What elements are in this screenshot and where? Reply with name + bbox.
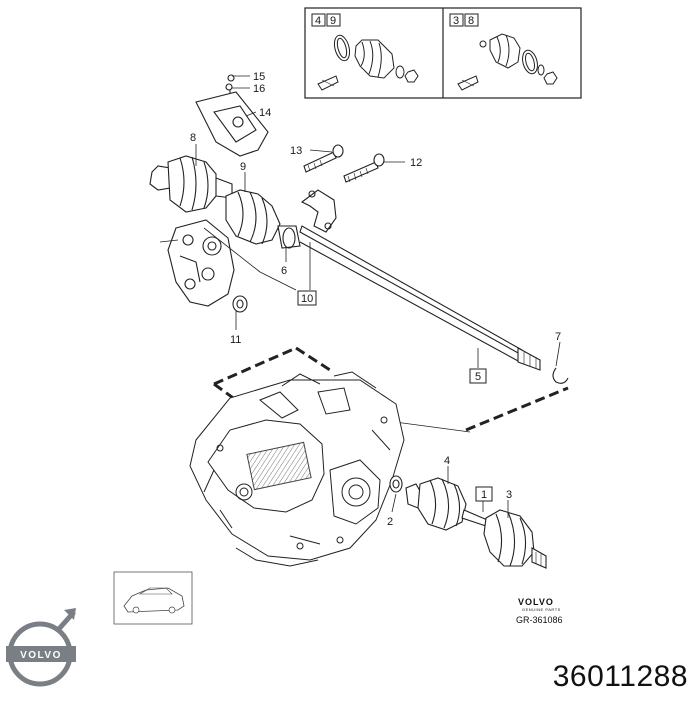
callout-13: 13 [290,145,302,157]
boot-kit-left [317,34,419,91]
drive-shaft-long [299,225,541,371]
inset-right-label-a: 3 [453,15,459,27]
seal-ring [389,475,403,493]
lower-leader-lines [391,466,509,518]
inset-left-label-a: 4 [315,15,321,27]
callout-12: 12 [410,157,422,169]
bearing-housing [167,219,235,307]
callout-7: 7 [555,331,561,343]
reference-mark: VOLVO GENUINE PARTS GR-361086 [516,597,563,625]
callout-2: 2 [387,516,393,528]
volvo-logo-icon: VOLVO [6,608,76,687]
inset-left-label-b: 9 [330,15,336,27]
callout-5: 5 [475,371,481,383]
boxed-callouts: 10 5 1 [297,290,493,502]
boot-kit-right [457,33,558,91]
inner-boot [225,189,301,249]
inset-left-labels: 4 9 [311,13,341,27]
callout-1: 1 [481,489,487,501]
support-bracket [195,74,269,157]
vehicle-thumbnail [113,571,193,625]
inner-joint-lower [405,477,467,531]
callout-3: 3 [506,489,512,501]
washer [232,295,248,313]
outer-cv-joint [149,155,233,213]
kit-inset-box: 4 9 3 8 [304,7,582,99]
outer-joint-lower [483,509,547,569]
shaft-clamp [300,189,337,233]
bolt-short [303,144,344,173]
callout-15: 15 [253,71,265,83]
circlip [552,367,569,384]
lower-driveshaft-assembly [389,466,547,569]
reference-brand: VOLVO [518,597,554,607]
reference-sub: GENUINE PARTS [522,607,561,612]
bolt-long [343,153,385,183]
callout-16: 16 [253,83,265,95]
logo-word: VOLVO [20,650,62,661]
brand-logo: VOLVO [4,604,80,694]
callout-6: 6 [281,265,287,277]
reference-code: GR-361086 [516,615,563,625]
transmission-housing [189,346,569,567]
callout-9: 9 [240,161,246,173]
inset-right-label-b: 8 [468,15,474,27]
part-number: 36011288 [552,660,688,693]
callout-10: 10 [301,293,313,305]
callout-4: 4 [444,455,450,467]
callout-11: 11 [230,334,241,346]
upper-leader-lines [159,75,561,368]
upper-driveshaft-assembly [149,74,569,384]
callout-8: 8 [190,132,196,144]
inset-right-labels: 3 8 [449,13,479,27]
callout-14: 14 [259,107,271,119]
callout-numbers: 15 16 14 8 9 13 12 6 11 7 4 3 2 [190,71,561,528]
